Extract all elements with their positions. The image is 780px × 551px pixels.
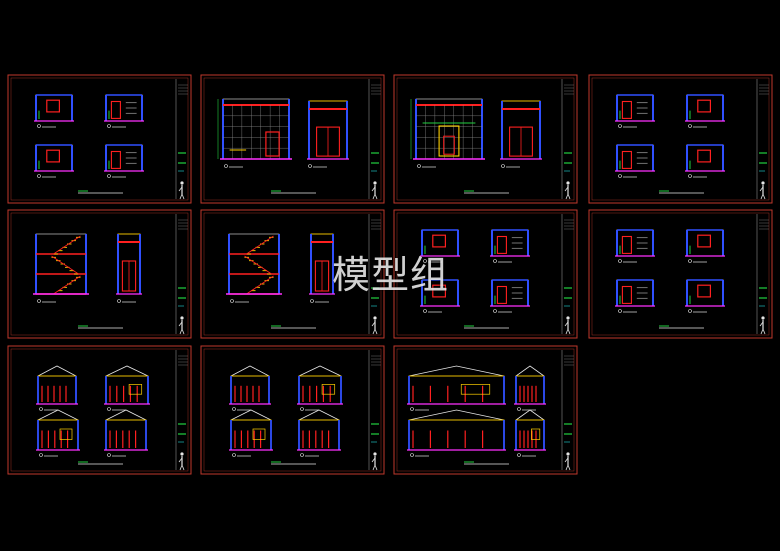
watermark-text: 模型组 <box>332 253 450 297</box>
drawing-sheet <box>200 209 385 339</box>
drawing-sheet <box>393 209 578 339</box>
drawing-sheet <box>7 74 192 204</box>
drawing-sheet <box>393 74 578 204</box>
drawing-sheet <box>588 74 773 204</box>
drawing-sheet <box>7 345 192 475</box>
drawing-sheet <box>7 209 192 339</box>
drawing-sheet <box>200 345 385 475</box>
drawing-sheet <box>393 345 578 475</box>
drawing-sheet <box>200 74 385 204</box>
drawing-sheet <box>588 209 773 339</box>
